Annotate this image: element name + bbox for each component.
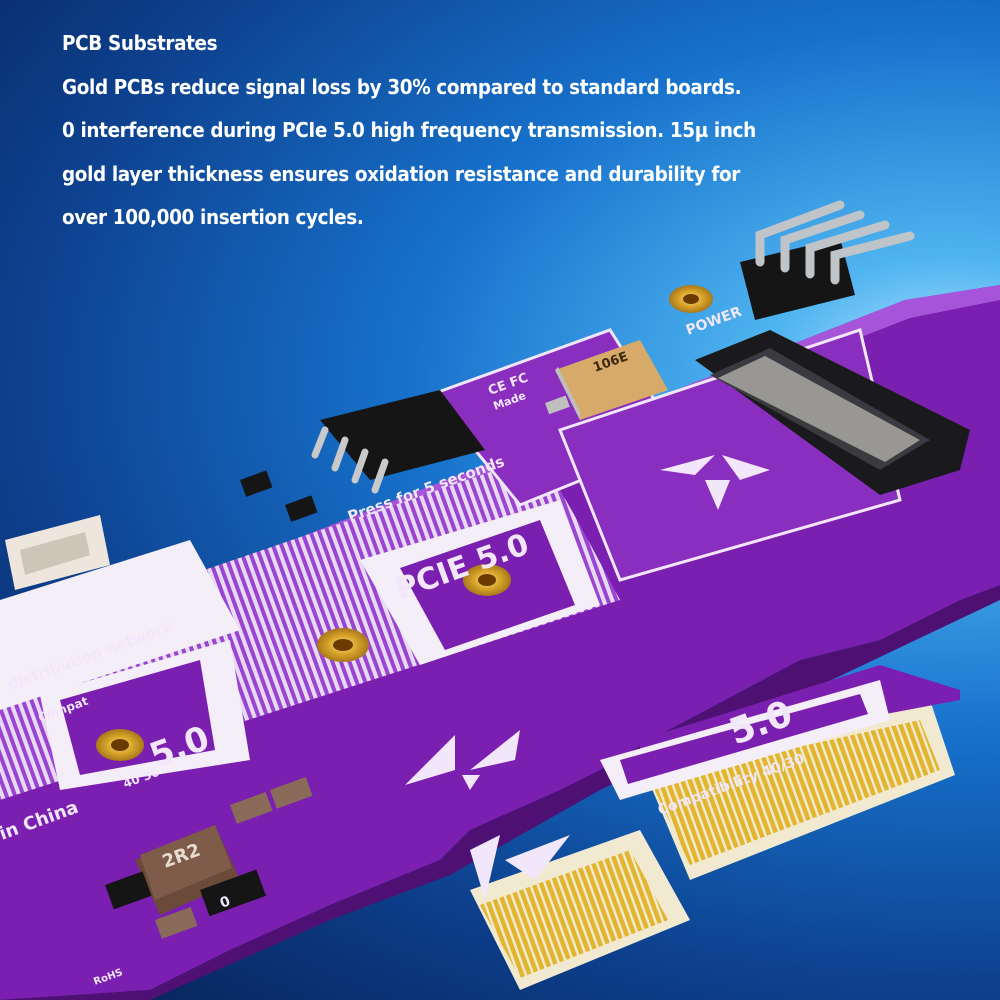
description-line-3: gold layer thickness ensures oxidation r… xyxy=(62,161,740,186)
brand-logo-top xyxy=(660,455,770,510)
brand-logo-middle xyxy=(405,730,520,790)
description-line-2: 0 interference during PCIe 5.0 high freq… xyxy=(62,118,756,142)
description-text: PCB Substrates Gold PCBs reduce signal l… xyxy=(62,22,756,240)
description-line-4: over 100,000 insertion cycles. xyxy=(62,205,364,229)
m2-slot xyxy=(695,330,970,495)
section-title: PCB Substrates xyxy=(62,31,218,55)
white-connector xyxy=(5,515,110,590)
gold-pads xyxy=(96,285,713,761)
brand-logo-bottom xyxy=(470,835,570,900)
pin-header xyxy=(740,200,915,320)
description-line-1: Gold PCBs reduce signal loss by 30% comp… xyxy=(62,74,742,99)
soic-chip xyxy=(311,390,485,494)
small-components xyxy=(105,395,570,939)
inductor: 2R2 xyxy=(135,825,240,915)
